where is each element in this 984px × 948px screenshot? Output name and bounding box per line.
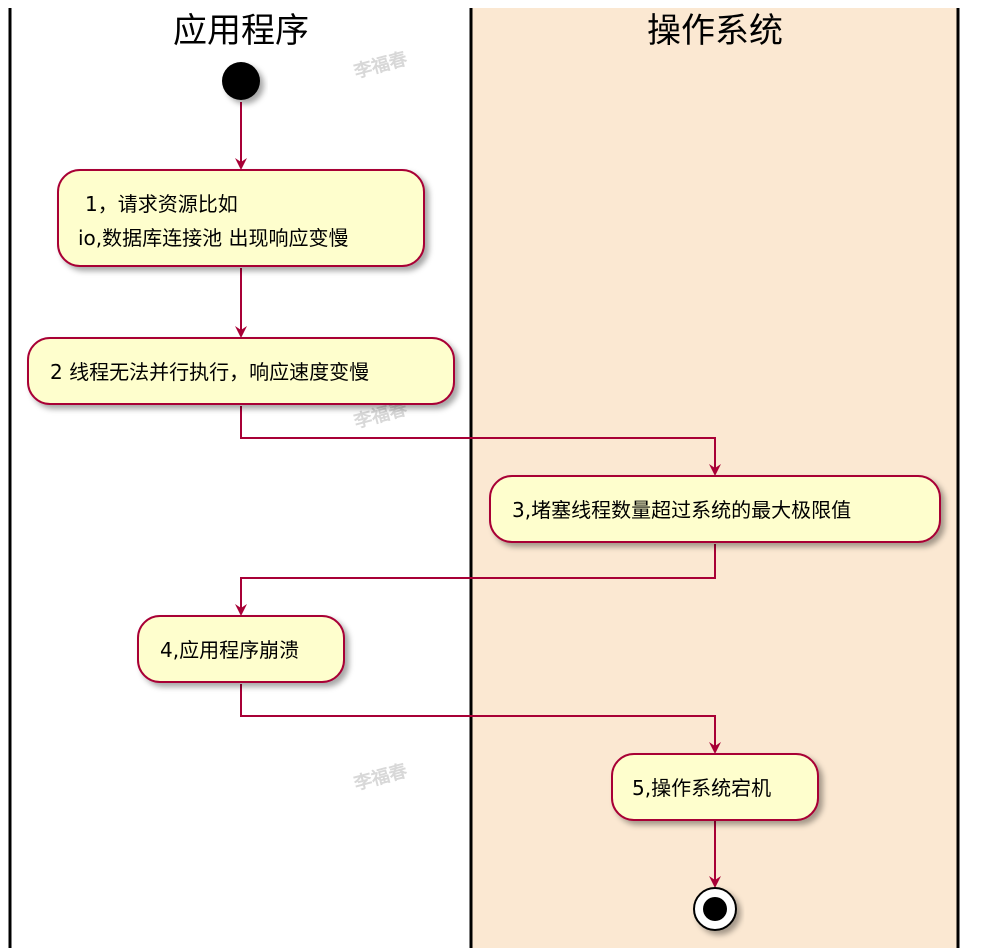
activity-box [611,753,819,821]
activity-text: 5,操作系统宕机 [632,776,771,800]
activity-text: 4,应用程序崩溃 [160,638,299,662]
activity-a3: 3,堵塞线程数量超过系统的最大极限值 [489,475,941,543]
lane-title-os: 操作系统 [647,11,783,51]
arrow-a2-to-a3 [240,406,721,476]
activity-box [57,169,425,267]
end-node [693,887,737,931]
watermark-group: 李福春 李福春 李福春 [351,47,411,795]
activity-box [137,615,345,683]
activity-a1: 1，请求资源比如 io,数据库连接池 出现响应变慢 [57,169,425,267]
activity-text-line-1: 1，请求资源比如 [85,192,238,216]
activity-text: 2 线程无法并行执行，响应速度变慢 [50,360,369,384]
activity-box [489,475,941,543]
end-node-dot [703,897,727,921]
activity-box [27,337,455,405]
activity-a5: 5,操作系统宕机 [611,753,819,821]
arrow-a4-to-a5 [240,684,721,754]
watermark-1: 李福春 [351,47,411,83]
lane-title-app: 应用程序 [173,11,309,51]
start-node [222,62,260,100]
flow-arrows [235,102,721,888]
activity-text-line-2: io,数据库连接池 出现响应变慢 [78,226,349,250]
activity-a4: 4,应用程序崩溃 [137,615,345,683]
arrow-a3-to-a4 [235,544,716,616]
watermark-3: 李福春 [351,759,411,795]
activity-text: 3,堵塞线程数量超过系统的最大极限值 [512,498,851,522]
activity-a2: 2 线程无法并行执行，响应速度变慢 [27,337,455,405]
